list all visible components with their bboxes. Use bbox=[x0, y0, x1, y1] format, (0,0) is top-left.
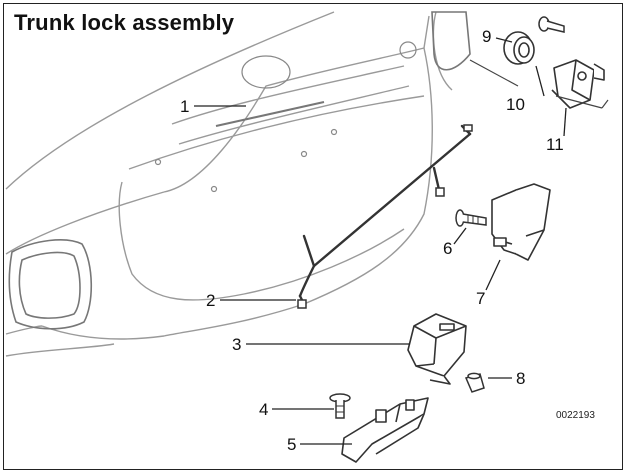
emblem-recess bbox=[241, 55, 291, 89]
leader-7 bbox=[485, 259, 501, 291]
callout-7: 7 bbox=[476, 289, 486, 308]
leader-10 bbox=[535, 65, 545, 97]
leader-9 bbox=[495, 37, 513, 43]
callout-2: 2 bbox=[206, 291, 216, 310]
leader-6 bbox=[453, 227, 467, 245]
part-9-ring bbox=[503, 31, 535, 65]
callout-5: 5 bbox=[287, 435, 297, 454]
exploded-parts-diagram: Trunk lock assembly 1 2 3 4 5 6 7 8 9 10… bbox=[3, 3, 623, 470]
leader-11 bbox=[563, 107, 567, 137]
lid-hole bbox=[399, 41, 417, 59]
callout-8: 8 bbox=[516, 369, 526, 388]
callout-11: 11 bbox=[546, 135, 564, 154]
part-6-screw bbox=[455, 209, 487, 227]
trunk-lid bbox=[5, 11, 453, 357]
callout-3: 3 bbox=[232, 335, 242, 354]
leader-lines bbox=[194, 37, 567, 445]
part-8-nut bbox=[464, 372, 485, 393]
part-2-rod bbox=[298, 124, 472, 306]
callout-6: 6 bbox=[443, 239, 453, 258]
diagram-title: Trunk lock assembly bbox=[14, 10, 235, 35]
part-10-screw bbox=[538, 16, 565, 33]
part-2-rod-clips bbox=[297, 124, 473, 309]
callout-1: 1 bbox=[180, 97, 190, 116]
corner-light bbox=[431, 11, 471, 71]
callout-4: 4 bbox=[259, 400, 269, 419]
callout-9: 9 bbox=[482, 27, 492, 46]
part-7-bracket bbox=[491, 183, 551, 261]
part-11-cylinder bbox=[551, 59, 605, 109]
diagram-drawing bbox=[5, 11, 609, 463]
diagram-code: 0022193 bbox=[556, 410, 595, 421]
tail-light bbox=[8, 239, 93, 330]
part-3-lock bbox=[407, 313, 467, 385]
part-4-bolt bbox=[329, 393, 351, 419]
group-outline bbox=[469, 59, 609, 109]
part-5-bracket bbox=[341, 397, 429, 463]
trunk-lid-details bbox=[154, 41, 417, 193]
callout-10: 10 bbox=[506, 95, 525, 114]
